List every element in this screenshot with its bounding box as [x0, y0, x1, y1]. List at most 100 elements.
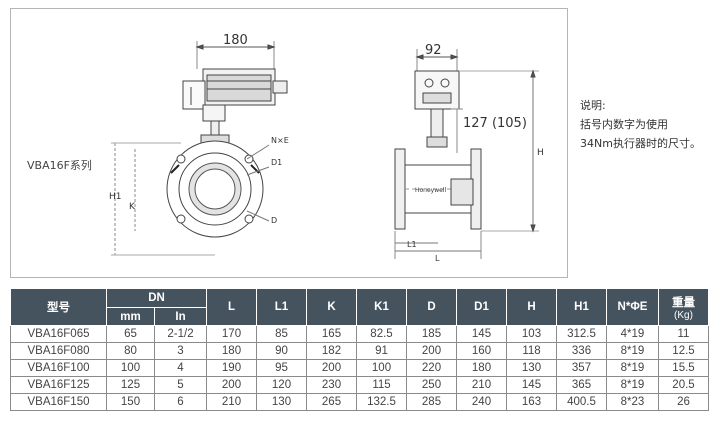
cell-n-phi-e: 8*23: [606, 393, 659, 411]
header-mm: mm: [106, 307, 155, 326]
cell-model: VBA16F065: [10, 325, 107, 343]
cell-k: 165: [306, 325, 357, 343]
note-line-1: 括号内数字为使用: [580, 118, 668, 131]
note-title: 说明:: [580, 99, 606, 112]
cell-k1: 132.5: [356, 393, 407, 411]
header-weight-label: 重量: [672, 296, 695, 309]
header-dn: DN: [106, 288, 207, 308]
cell-h: 118: [506, 342, 557, 360]
dim-h: H: [537, 148, 544, 158]
header-weight: 重量 (Kg): [658, 288, 709, 326]
cell-l1: 95: [256, 359, 307, 377]
cell-d: 250: [406, 376, 457, 394]
dim-h1: H1: [109, 192, 122, 202]
cell-model: VBA16F150: [10, 393, 107, 411]
cell-weight: 26: [658, 393, 709, 411]
cell-n-phi-e: 8*19: [606, 342, 659, 360]
spec-table: 型号 DN L L1 K K1 D D1 H H1 N*ΦE 重量 (Kg) m…: [10, 288, 709, 411]
cell-dn-mm: 80: [106, 342, 155, 360]
cell-d1: 145: [456, 325, 507, 343]
cell-h: 145: [506, 376, 557, 394]
cell-d1: 240: [456, 393, 507, 411]
table-header-row: 型号 DN L L1 K K1 D D1 H H1 N*ΦE 重量 (Kg): [10, 288, 709, 326]
cell-d: 220: [406, 359, 457, 377]
cell-model: VBA16F125: [10, 376, 107, 394]
technical-drawing-panel: VBA16F系列: [10, 8, 568, 278]
cell-model: VBA16F100: [10, 359, 107, 377]
cell-h1: 336: [556, 342, 607, 360]
cell-k: 265: [306, 393, 357, 411]
series-label: VBA16F系列: [27, 159, 92, 172]
cell-d: 285: [406, 393, 457, 411]
cell-weight: 15.5: [658, 359, 709, 377]
dim-l: L: [435, 254, 440, 263]
cell-l: 200: [206, 376, 257, 394]
cell-k: 230: [306, 376, 357, 394]
cell-dn-mm: 150: [106, 393, 155, 411]
cell-dn-in: 6: [154, 393, 207, 411]
brand-label: Honeywell: [415, 187, 446, 194]
cell-weight: 12.5: [658, 342, 709, 360]
cell-dn-in: 3: [154, 342, 207, 360]
cell-dn-mm: 65: [106, 325, 155, 343]
header-d1: D1: [456, 288, 507, 326]
header-k1: K1: [356, 288, 407, 326]
dim-92: 92: [425, 43, 442, 58]
cell-l: 190: [206, 359, 257, 377]
cell-l1: 120: [256, 376, 307, 394]
header-n-phi-e: N*ΦE: [606, 288, 659, 326]
cell-k1: 100: [356, 359, 407, 377]
dim-k: K: [129, 202, 136, 212]
cell-d1: 160: [456, 342, 507, 360]
cell-n-phi-e: 8*19: [606, 376, 659, 394]
cell-h: 103: [506, 325, 557, 343]
cell-d1: 210: [456, 376, 507, 394]
cell-d: 200: [406, 342, 457, 360]
header-d: D: [406, 288, 457, 326]
cell-k1: 91: [356, 342, 407, 360]
cell-d: 185: [406, 325, 457, 343]
header-h: H: [506, 288, 557, 326]
cell-k1: 82.5: [356, 325, 407, 343]
header-h1: H1: [556, 288, 607, 326]
cell-l1: 85: [256, 325, 307, 343]
dim-nxe: N×E: [271, 136, 289, 145]
cell-k: 182: [306, 342, 357, 360]
cell-h1: 400.5: [556, 393, 607, 411]
cell-l: 180: [206, 342, 257, 360]
cell-k1: 115: [356, 376, 407, 394]
dim-d1: D1: [271, 158, 282, 167]
cell-l: 170: [206, 325, 257, 343]
note-line-2: 34Nm执行器时的尺寸。: [580, 137, 701, 150]
header-l1: L1: [256, 288, 307, 326]
cell-h: 130: [506, 359, 557, 377]
cell-l1: 130: [256, 393, 307, 411]
header-model: 型号: [10, 288, 107, 326]
cell-weight: 20.5: [658, 376, 709, 394]
cell-h1: 365: [556, 376, 607, 394]
note-block: 说明: 括号内数字为使用 34Nm执行器时的尺寸。: [580, 96, 701, 153]
cell-model: VBA16F080: [10, 342, 107, 360]
cell-weight: 11: [658, 325, 709, 343]
cell-h: 163: [506, 393, 557, 411]
header-k: K: [306, 288, 357, 326]
cell-dn-in: 5: [154, 376, 207, 394]
cell-n-phi-e: 8*19: [606, 359, 659, 377]
dim-180: 180: [223, 33, 248, 48]
cell-d1: 180: [456, 359, 507, 377]
cell-l1: 90: [256, 342, 307, 360]
cell-h1: 357: [556, 359, 607, 377]
cell-k: 200: [306, 359, 357, 377]
cell-h1: 312.5: [556, 325, 607, 343]
header-l: L: [206, 288, 257, 326]
cell-l: 210: [206, 393, 257, 411]
dim-127: 127 (105): [463, 116, 527, 131]
cell-dn-in: 2-1/2: [154, 325, 207, 343]
dim-d: D: [271, 216, 277, 225]
dim-l1: L1: [407, 240, 417, 249]
